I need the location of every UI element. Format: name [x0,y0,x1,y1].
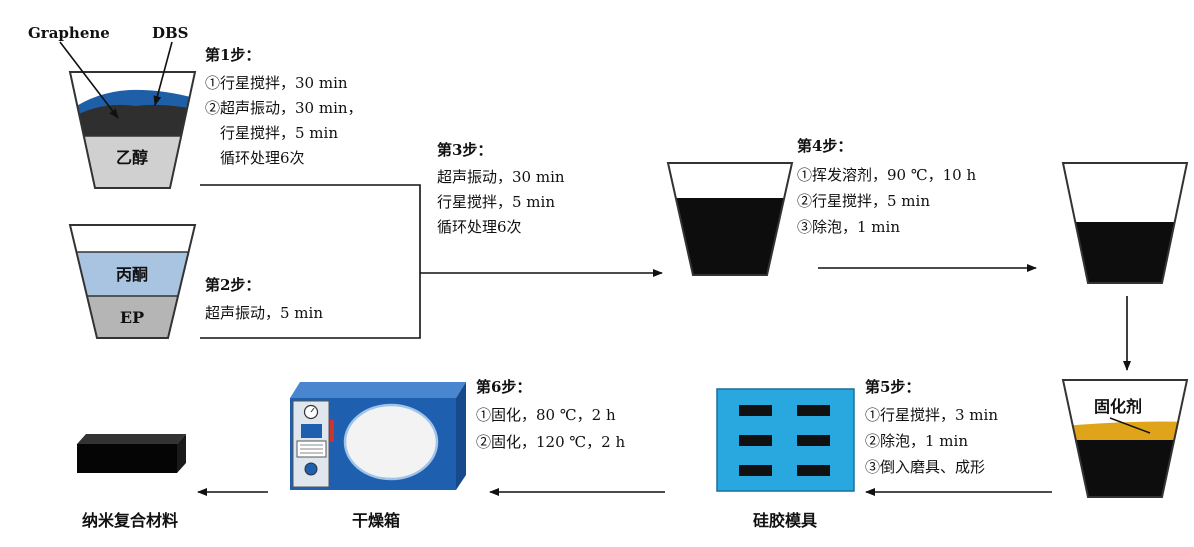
beaker-evaporated [1061,162,1189,284]
step5-line: ①行星搅拌，3 min [865,406,998,424]
step4-text: 第4步： ①挥发溶剂，90 ℃，10 h ②行星搅拌，5 min ③除泡，1 m… [797,137,976,236]
step3-title: 第3步： [437,141,492,159]
step5-title: 第5步： [865,378,920,396]
dbs-pointer [153,41,173,106]
graphene-pointer [59,41,119,119]
mixture-layer [668,198,792,275]
step2-line: 超声振动，5 min [205,304,323,322]
step3-text: 第3步： 超声振动，30 min 行星搅拌，5 min 循环处理6次 [437,141,565,236]
ep-label: EP [120,308,144,327]
step1-line: ①行星搅拌，30 min [205,74,348,92]
graphene-label: Graphene [28,24,110,42]
step3-line: 行星搅拌，5 min [437,193,555,211]
step1-line: ②超声振动，30 min， [205,99,363,117]
mold-cavity [797,465,830,476]
beaker-acetone-ep [68,224,197,339]
silicone-mold [716,388,855,492]
step5-line: ③倒入磨具、成形 [865,458,985,476]
step3-line: 超声振动，30 min [437,168,565,186]
oven-window [343,403,439,481]
step2-text: 第2步： 超声振动，5 min [205,276,323,322]
step4-title: 第4步： [797,137,852,155]
drying-oven-label: 干燥箱 [352,511,400,530]
step6-title: 第6步： [476,378,531,396]
beaker-graphene-dbs-ethanol [68,71,197,189]
beaker-curing-agent [1061,379,1189,498]
nanocomposite-label: 纳米复合材料 [82,511,178,530]
mold-cavity [797,435,830,446]
mold-cavity [797,405,830,416]
step6-line: ②固化，120 ℃，2 h [476,433,625,451]
step1-title: 第1步： [205,46,260,64]
acetone-layer [70,252,195,296]
step4-line: ①挥发溶剂，90 ℃，10 h [797,166,976,184]
step2-title: 第2步： [205,276,260,294]
mold-cavity [739,405,772,416]
step5-text: 第5步： ①行星搅拌，3 min ②除泡，1 min ③倒入磨具、成形 [865,378,998,476]
dbs-label: DBS [152,24,189,42]
step1-text: 第1步： ①行星搅拌，30 min ②超声振动，30 min， 行星搅拌，5 m… [205,46,363,167]
acetone-label: 丙酮 [116,265,148,284]
drying-oven [290,382,466,490]
step6-text: 第6步： ①固化，80 ℃，2 h ②固化，120 ℃，2 h [476,378,625,451]
step1-line: 循环处理6次 [220,149,305,167]
curing-agent-label: 固化剂 [1094,397,1142,416]
ethanol-label: 乙醇 [116,148,148,167]
step3-line: 循环处理6次 [437,218,522,236]
mixture-under-curing [1063,440,1187,497]
knob-icon [304,462,318,476]
step5-line: ②除泡，1 min [865,432,968,450]
step6-line: ①固化，80 ℃，2 h [476,406,616,424]
step1-line: 行星搅拌，5 min [220,124,338,142]
nanocomposite-block [77,434,186,473]
curing-agent-pointer [1109,417,1151,434]
beaker-mixture [666,162,794,276]
merge-connector [200,184,421,339]
mold-cavity [739,435,772,446]
step4-line: ③除泡，1 min [797,218,900,236]
curing-agent-layer [1063,421,1187,443]
mold-cavity [739,465,772,476]
silicone-mold-label: 硅胶模具 [753,511,817,530]
step4-line: ②行星搅拌，5 min [797,192,930,210]
graphene-layer [70,104,195,140]
